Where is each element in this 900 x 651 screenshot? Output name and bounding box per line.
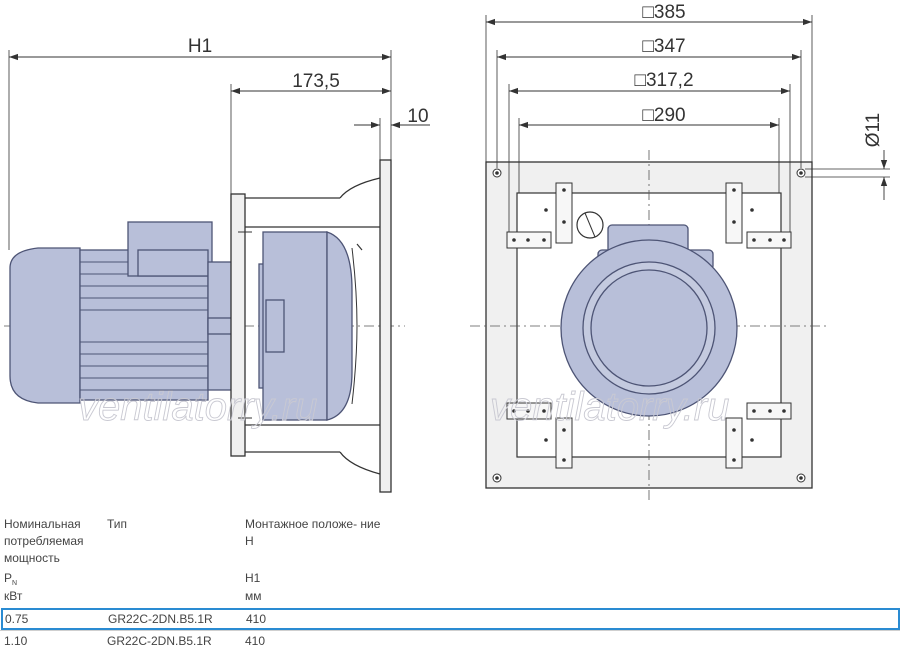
power-symbol: PN [4, 571, 18, 587]
cell-power: 1.10 [4, 634, 28, 648]
side-view: H1 173,5 10 ventilatorry.ru [4, 36, 430, 493]
front-view: □385 □347 □317,2 □290 Ø11 ventilato [470, 2, 890, 500]
mounting-holes [492, 168, 806, 483]
dimension-385: □385 [485, 2, 813, 162]
motor-front [560, 224, 738, 417]
header-mounting: Монтажное положе- ние H [245, 517, 381, 548]
dimension-290: □290 [518, 105, 780, 193]
motor [9, 221, 353, 421]
flange-thickness-label: 10 [407, 106, 428, 127]
header-type: Тип [107, 517, 128, 531]
cell-type: GR22C-2DN.B5.1R [108, 612, 213, 626]
dimension-347: □347 [496, 36, 802, 168]
table-row[interactable]: 0.75 GR22C-2DN.B5.1R 410 [1, 608, 900, 630]
table-header: Номинальная потребляемая мощность Тип Мо… [0, 512, 900, 608]
h1-label: H1 [188, 36, 212, 57]
technical-drawing: H1 173,5 10 ventilatorry.ru [4, 2, 890, 500]
power-unit: кВт [4, 589, 23, 603]
cell-power: 0.75 [5, 612, 29, 626]
cell-type: GR22C-2DN.B5.1R [107, 634, 212, 648]
cell-h1: 410 [245, 634, 266, 648]
mount-symbol: H1 [245, 571, 261, 585]
spec-table: Номинальная потребляемая мощность Тип Мо… [0, 512, 900, 651]
table-row[interactable]: 1.10 GR22C-2DN.B5.1R 410 [0, 630, 900, 651]
offset-label: 173,5 [292, 71, 340, 92]
hole-pitch-label: □347 [642, 36, 685, 57]
dimension-hole-diameter: Ø11 [805, 113, 890, 200]
hole-diameter-label: Ø11 [863, 113, 884, 148]
outer-square-label: □385 [642, 2, 685, 23]
cell-h1: 410 [246, 612, 267, 626]
watermark-right: ventilatorry.ru [490, 385, 729, 429]
mount-unit: мм [245, 589, 262, 603]
dimension-h1: H1 [8, 36, 392, 250]
header-power: Номинальная потребляемая мощность [4, 517, 84, 565]
opening-square-label: □290 [642, 105, 685, 126]
dimension-flange-thickness: 10 [354, 106, 430, 160]
watermark-left: ventilatorry.ru [78, 385, 317, 429]
dimension-offset: 173,5 [230, 71, 391, 194]
inner-square-label: □317,2 [634, 70, 693, 91]
dimension-317-2: □317,2 [508, 70, 791, 232]
